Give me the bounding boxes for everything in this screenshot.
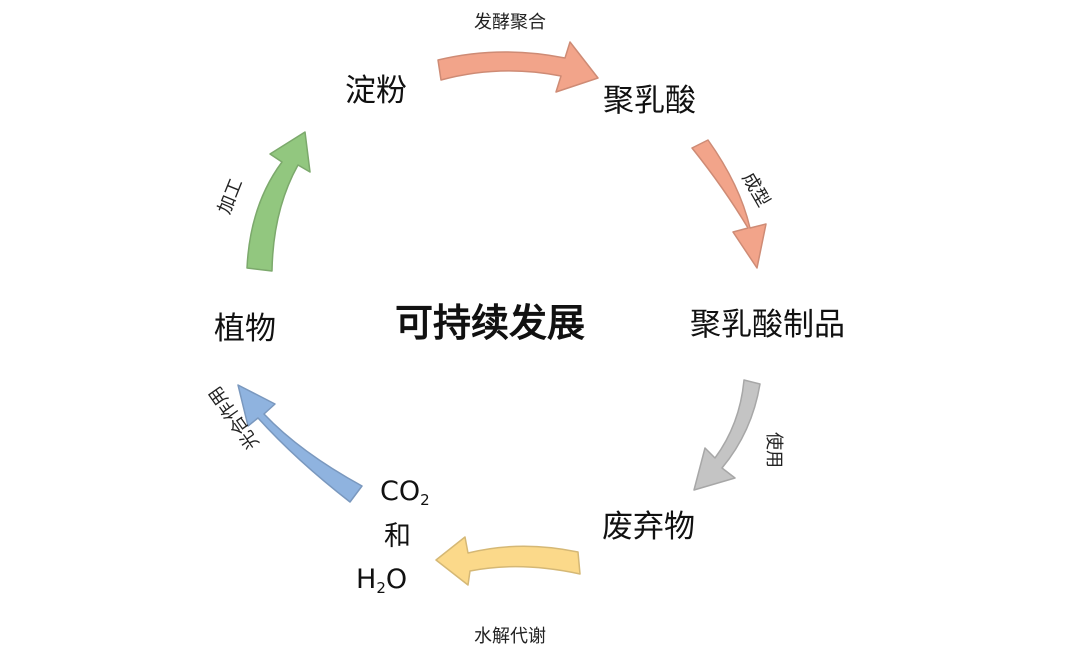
arrow-processing	[246, 131, 311, 272]
node-pla-products: 聚乳酸制品	[690, 307, 845, 343]
co-subscript: 2	[420, 491, 430, 509]
process-use: 使用	[763, 432, 784, 468]
arrow-photosynthesis	[237, 384, 363, 503]
o-text: O	[385, 564, 408, 595]
h-text: H	[356, 564, 377, 595]
co-text: CO	[380, 476, 421, 507]
diagram-title: 可持续发展	[395, 301, 586, 345]
co2-label: CO2	[380, 478, 430, 508]
node-waste: 废弃物	[602, 509, 695, 545]
process-fermentation: 发酵聚合	[474, 12, 546, 33]
arrow-use	[693, 379, 761, 491]
and-label: 和	[384, 521, 411, 552]
process-hydrolysis: 水解代谢	[474, 626, 546, 647]
node-plant: 植物	[214, 311, 276, 347]
arrow-hydrolysis	[435, 536, 581, 586]
node-pla: 聚乳酸	[603, 83, 696, 119]
node-starch: 淀粉	[345, 73, 407, 109]
h-subscript: 2	[376, 579, 386, 597]
h2o-label: H2O	[356, 566, 407, 596]
arrow-fermentation	[437, 41, 599, 93]
arrow-molding	[691, 139, 767, 269]
